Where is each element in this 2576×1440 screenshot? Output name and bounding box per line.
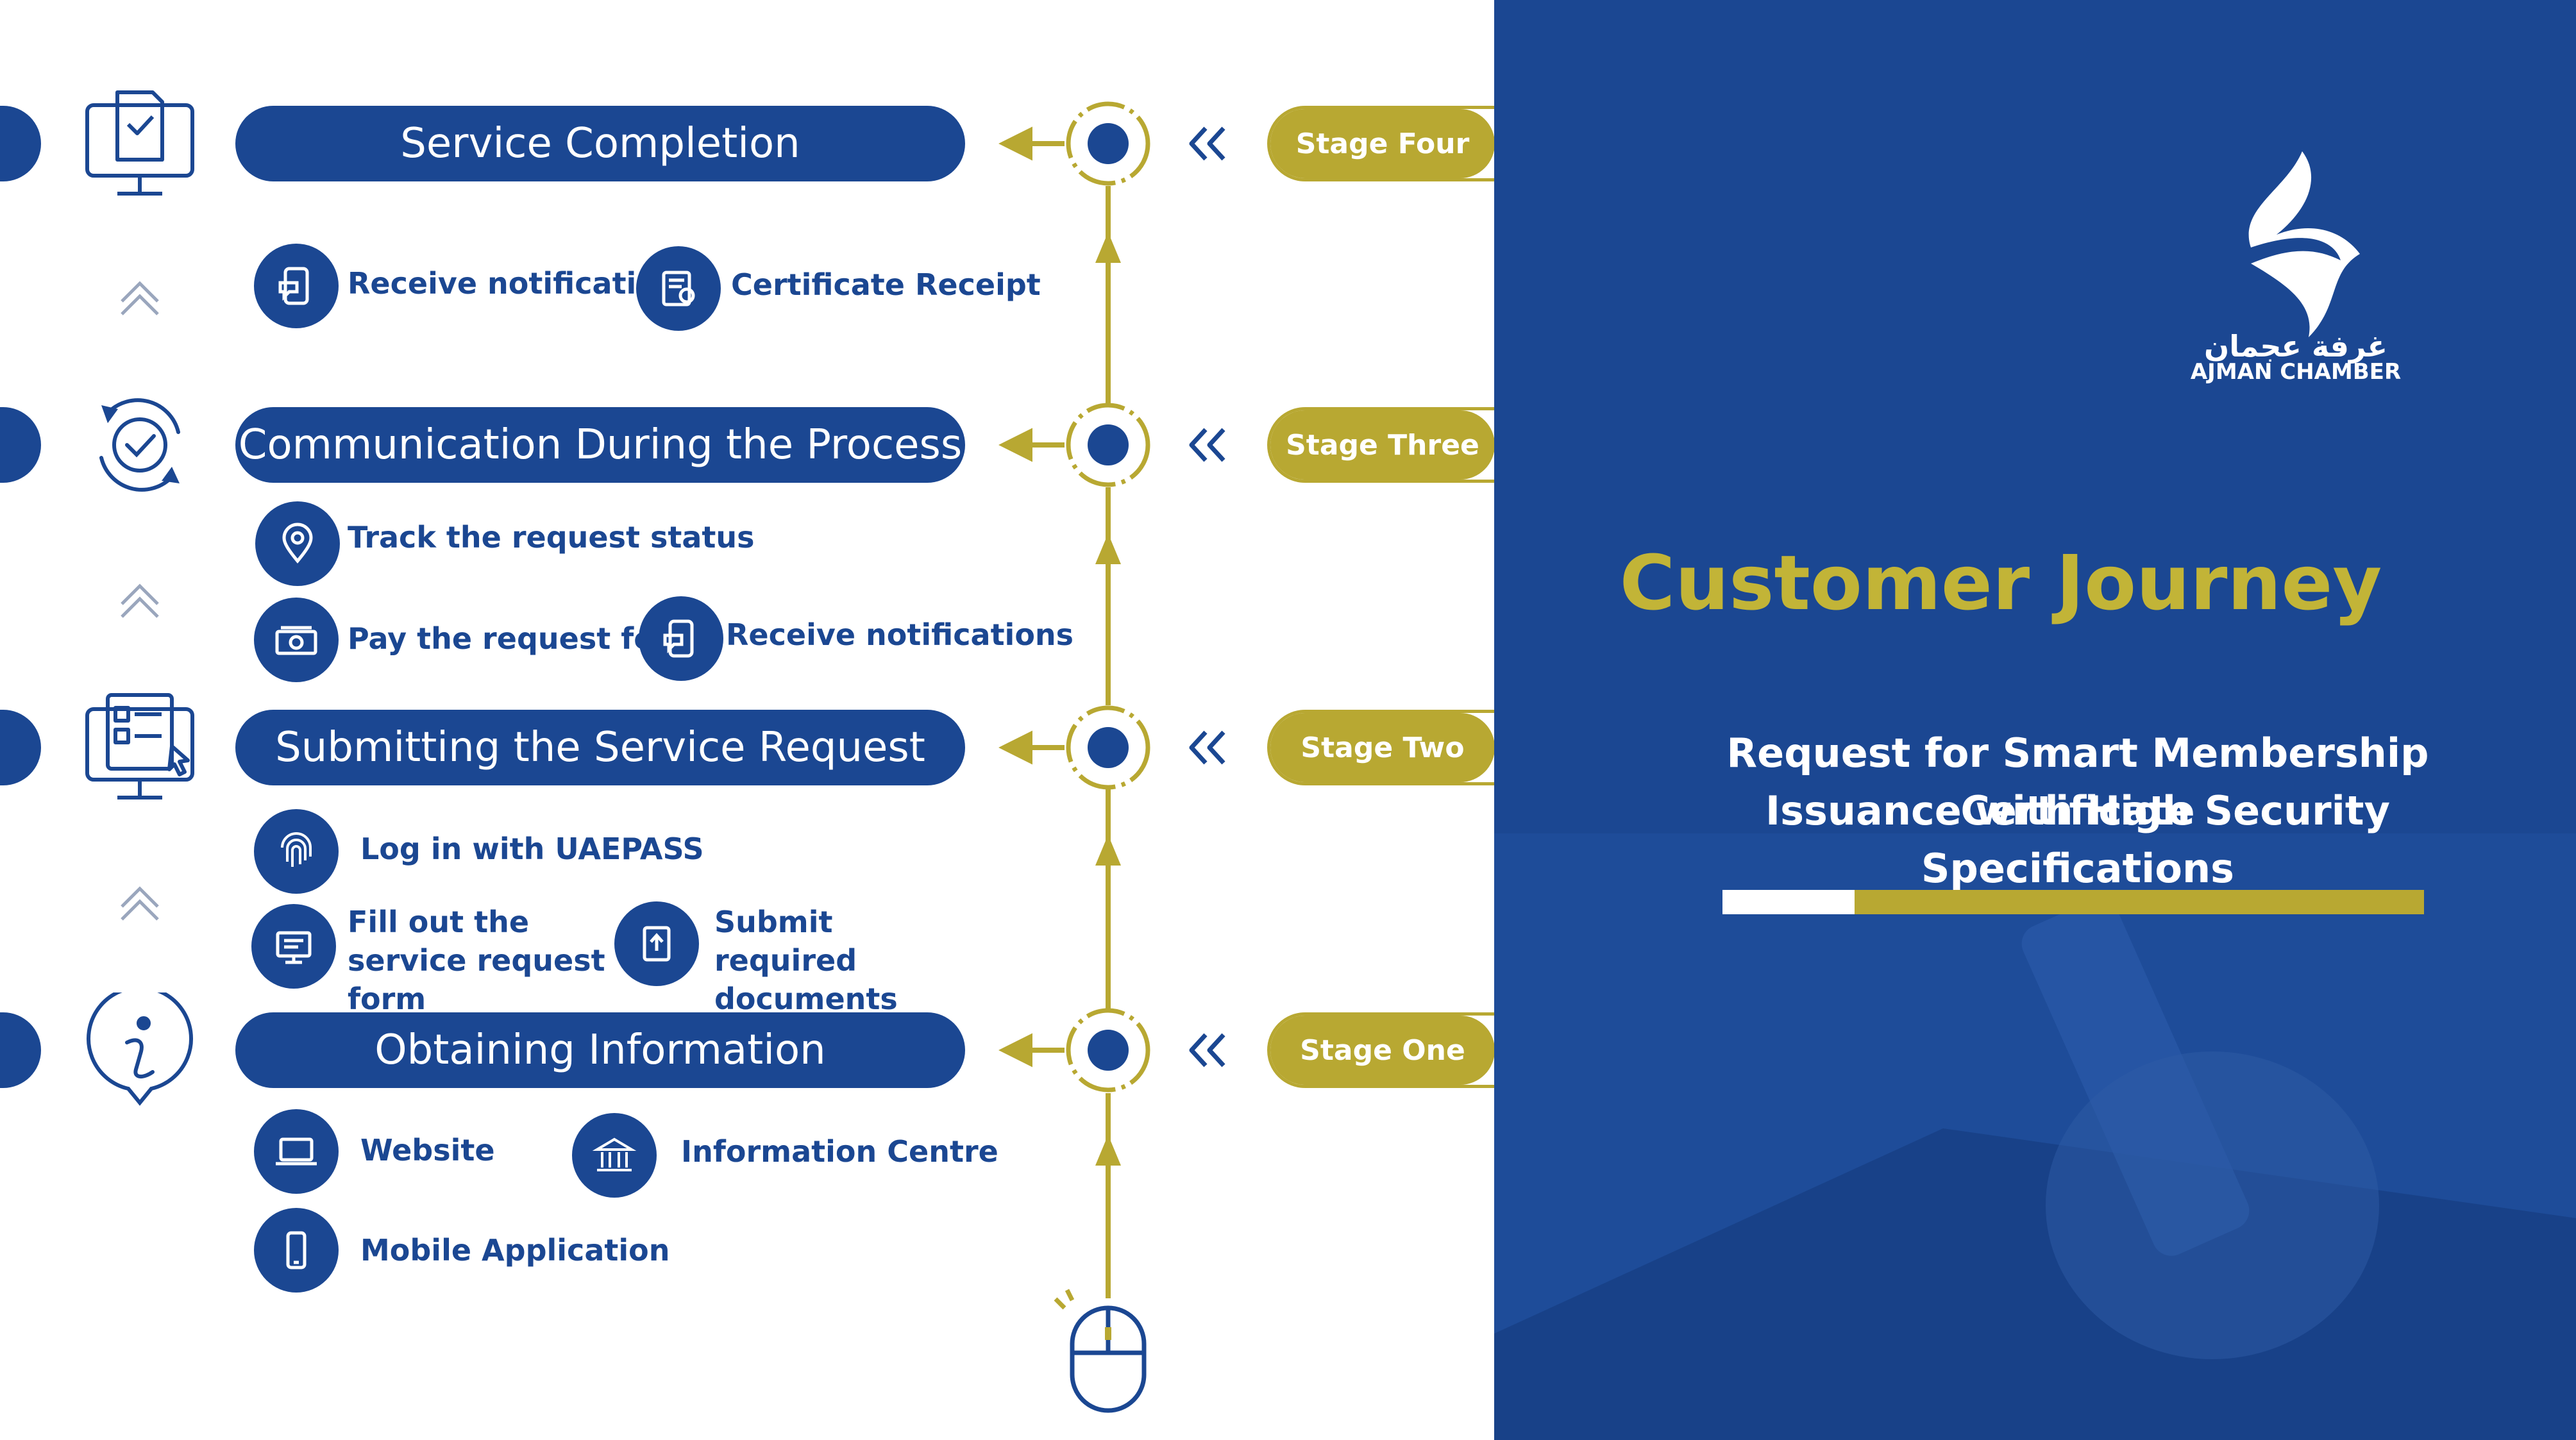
timeline-node — [1066, 101, 1150, 186]
laptop-icon — [254, 1109, 339, 1194]
left-arrow-icon — [998, 730, 1032, 765]
stage-one-title: Obtaining Information — [235, 1012, 965, 1088]
stage-two-title: Submitting the Service Request — [235, 710, 965, 785]
building-icon — [572, 1113, 657, 1198]
subtitle-line-2: Issuance with High Security Specificatio… — [1765, 787, 2390, 892]
item-track-request-status: Track the request status — [348, 520, 755, 555]
double-chevron-left-icon — [1189, 428, 1225, 462]
online-form-icon — [85, 693, 194, 800]
fingerprint-icon — [254, 809, 339, 894]
notification-phone-icon — [254, 244, 339, 328]
mobile-phone-icon — [254, 1208, 339, 1293]
logo-english-text: AJMAN CHAMBER — [2190, 359, 2402, 385]
stage-four-title: Service Completion — [235, 106, 965, 181]
left-arrow-icon — [998, 428, 1032, 462]
subtitle-line-1: Request for Smart Membership Certificate — [1726, 730, 2429, 834]
customer-journey-heading: Customer Journey — [1619, 539, 2382, 627]
location-pin-icon — [255, 501, 340, 586]
timeline-node — [1066, 403, 1150, 487]
mouse-icon — [1054, 1289, 1147, 1413]
background-photo — [1494, 833, 2576, 1440]
item-receive-notification: Receive notification — [348, 266, 678, 301]
stage-label: Stage One — [1270, 1016, 1495, 1085]
accent-bar-gold — [1855, 890, 2424, 914]
certificate-icon — [636, 246, 721, 331]
timeline-connectors — [121, 126, 1225, 1413]
up-arrow-icon — [1095, 232, 1121, 263]
stage-label: Stage Two — [1270, 713, 1495, 782]
timeline-node — [1066, 705, 1150, 790]
item-fill-service-form: Fill out the service request form — [348, 905, 605, 1016]
stage-label: Stage Four — [1270, 109, 1495, 178]
accent-bar-white — [1722, 890, 1855, 914]
journey-panel: Service Completion Communication During … — [0, 90, 1588, 1413]
stage-label: Stage Three — [1270, 410, 1495, 480]
double-chevron-left-icon — [1189, 1033, 1225, 1067]
item-submit-documents: Submit required documents — [714, 905, 898, 1016]
document-upload-icon — [614, 901, 699, 986]
stage-three-title: Communication During the Process — [235, 407, 965, 483]
logo-arabic-text: غرفة عجمان — [2203, 329, 2388, 364]
double-chevron-up-icon — [121, 583, 159, 618]
timeline-node — [1066, 1008, 1150, 1093]
item-website: Website — [360, 1133, 495, 1168]
up-arrow-icon — [1095, 1135, 1121, 1166]
item-mobile-application: Mobile Application — [360, 1233, 670, 1268]
notification-phone-icon — [639, 596, 723, 681]
up-arrow-icon — [1095, 533, 1121, 564]
information-icon — [87, 992, 193, 1106]
double-chevron-left-icon — [1189, 730, 1225, 765]
info-sidebar: غرفة عجمان AJMAN CHAMBER Customer Journe… — [1494, 0, 2576, 1440]
item-uaepass-login: Log in with UAEPASS — [360, 832, 704, 866]
item-receive-notifications: Receive notifications — [726, 617, 1074, 652]
left-arrow-icon — [998, 1033, 1032, 1067]
double-chevron-left-icon — [1189, 126, 1225, 161]
refresh-check-icon — [99, 398, 180, 492]
item-certificate-receipt: Certificate Receipt — [731, 267, 1041, 302]
form-screen-icon — [251, 904, 336, 989]
double-chevron-up-icon — [121, 281, 159, 315]
item-information-centre: Information Centre — [681, 1134, 998, 1169]
double-chevron-up-icon — [121, 886, 159, 921]
computer-checklist-icon — [85, 90, 194, 196]
cash-icon — [254, 598, 339, 682]
ajman-chamber-logo — [2248, 151, 2360, 337]
item-pay-request-fees: Pay the request fees — [348, 621, 691, 656]
left-arrow-icon — [998, 126, 1032, 161]
up-arrow-icon — [1095, 835, 1121, 866]
